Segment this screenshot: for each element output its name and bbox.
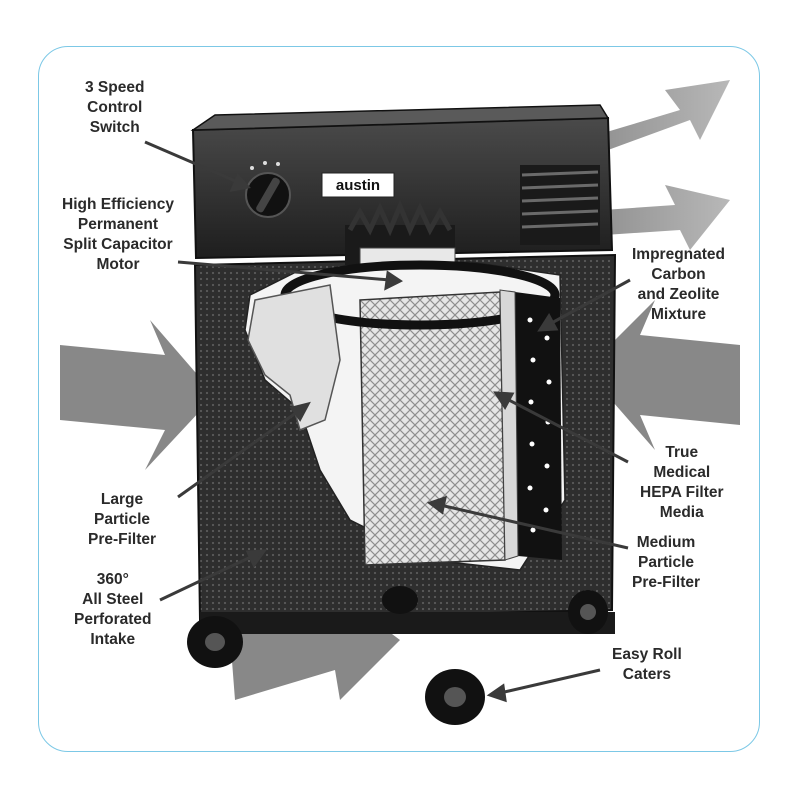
leader-arrows [144,140,631,703]
intake-arrow-left [60,320,215,470]
carbon-layer [499,289,562,561]
label-casters: Easy Roll Caters [612,646,682,683]
label-large-prefilter: Large Particle Pre-Filter [88,491,157,548]
large-prefilter-flap [247,284,341,432]
speed-knob [245,161,291,218]
label-motor: High Efficiency Permanent Split Capacito… [62,196,174,273]
label-hepa: True Medical HEPA Filter Media [640,444,724,521]
label-carbon: Impregnated Carbon and Zeolite Mixture [632,246,726,323]
intake-arrow-right [585,300,740,450]
exhaust-grille [520,165,600,245]
hepa-cylinder [359,291,506,566]
brand-text: austin [336,177,380,194]
rounded-frame [38,46,760,752]
label-intake: 360° All Steel Perforated Intake [74,571,152,648]
label-speed-switch: 3 Speed Control Switch [85,79,145,136]
brand-plate [321,172,395,198]
casters [187,586,615,725]
label-medium-prefilter: Medium Particle Pre-Filter [632,534,701,591]
purifier-body: austin [190,104,617,622]
